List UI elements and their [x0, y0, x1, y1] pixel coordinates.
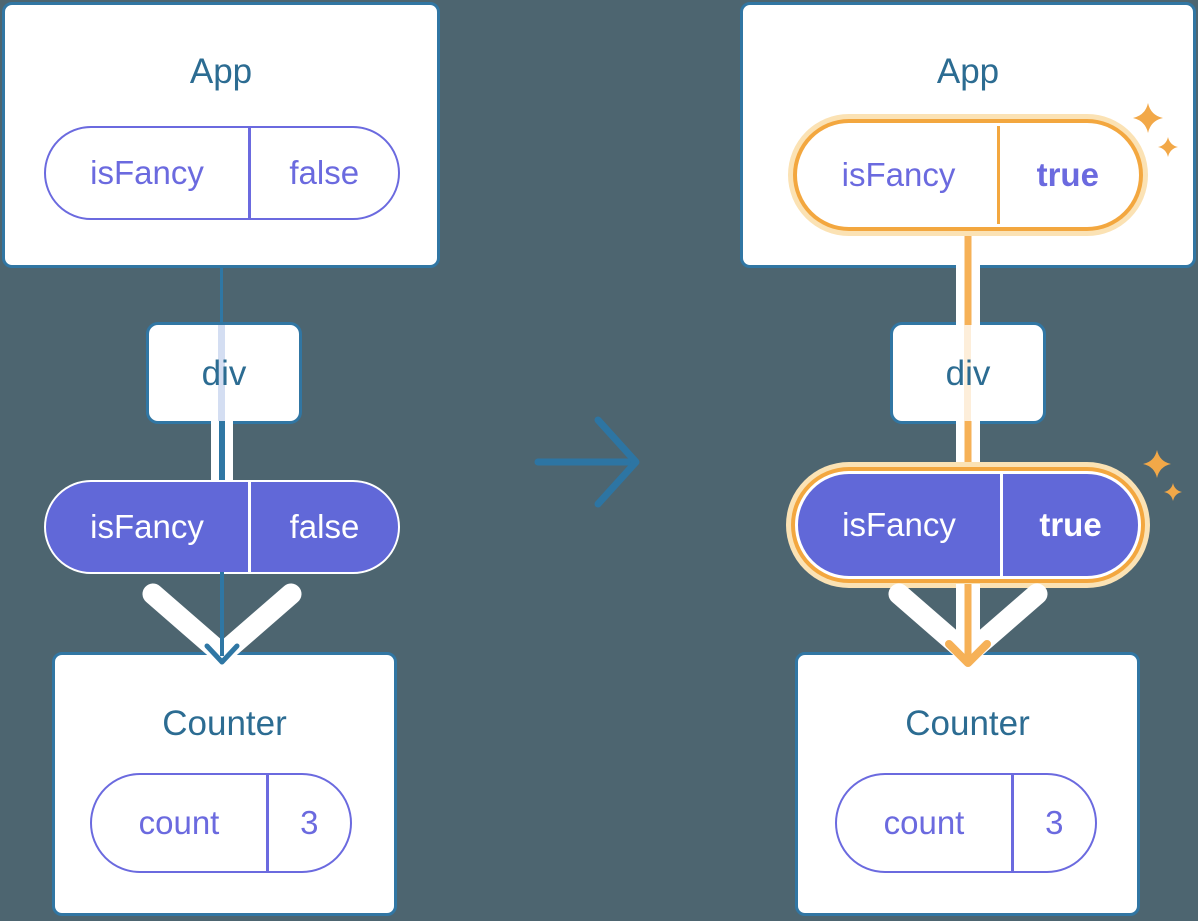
- app-to-div-line: [220, 266, 223, 324]
- down-arrow-icon: [204, 572, 240, 665]
- pill-divider: [248, 128, 251, 218]
- app-title: App: [936, 52, 1000, 91]
- transition-arrow-icon: [534, 416, 640, 508]
- pass-through-line: [218, 325, 225, 421]
- pill-divider: [1000, 474, 1003, 576]
- prop-name: isFancy: [841, 156, 956, 193]
- counter-title: Counter: [162, 704, 287, 743]
- context-pill: isFancy true: [795, 471, 1141, 579]
- context-pill: isFancy false: [44, 480, 400, 574]
- prop-value: false: [289, 154, 360, 191]
- app-prop-pill: isFancy true: [797, 123, 1139, 227]
- div-to-context-line: [211, 421, 233, 482]
- down-arrow-highlight-icon: [945, 584, 991, 667]
- sparkles-icon: [1133, 103, 1178, 157]
- highlight-ring-inner: isFancy true: [791, 467, 1145, 583]
- app-to-div-highlight-line: [956, 228, 980, 325]
- pass-through-line: [964, 325, 971, 421]
- prop-value: true: [1039, 506, 1102, 543]
- div-label: div: [201, 354, 247, 393]
- pill-divider: [266, 775, 269, 871]
- app-title: App: [189, 52, 253, 91]
- sparkles-icon: [1143, 450, 1182, 501]
- prop-name: isFancy: [90, 508, 204, 545]
- pill-divider: [248, 482, 251, 572]
- state-pill: count 3: [835, 773, 1097, 873]
- state-name: count: [883, 804, 965, 841]
- state-name: count: [138, 804, 220, 841]
- prop-value: true: [1036, 156, 1099, 193]
- state-pill: count 3: [90, 773, 352, 873]
- pill-divider: [997, 126, 1000, 224]
- prop-name: isFancy: [842, 506, 956, 543]
- pill-divider: [1011, 775, 1014, 871]
- div-label: div: [945, 354, 991, 393]
- counter-title: Counter: [905, 704, 1030, 743]
- prop-value: false: [289, 508, 360, 545]
- highlight-ring-inner: isFancy true: [793, 119, 1143, 231]
- div-to-context-highlight-line: [956, 421, 980, 466]
- app-prop-pill: isFancy false: [44, 126, 400, 220]
- prop-name: isFancy: [90, 154, 204, 191]
- state-value: 3: [1045, 804, 1064, 841]
- state-value: 3: [300, 804, 319, 841]
- highlight-ring: isFancy true: [786, 462, 1150, 588]
- highlight-ring: isFancy true: [788, 114, 1148, 236]
